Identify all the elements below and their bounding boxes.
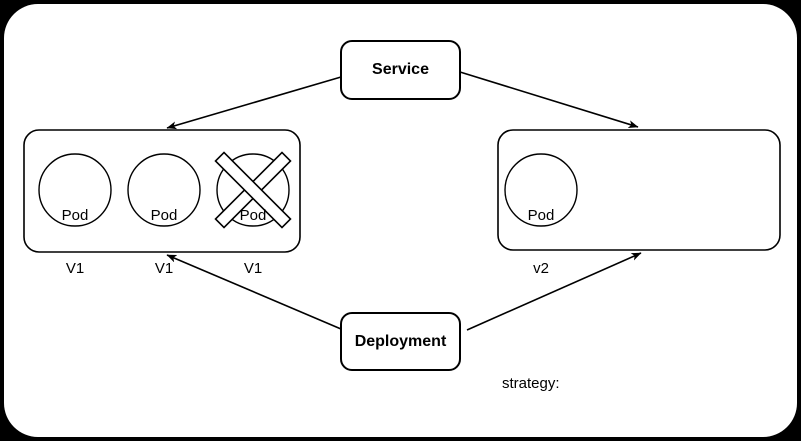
pod-circle-v1-2[interactable] [127,153,201,227]
new-version-group-container[interactable] [497,129,781,251]
strategy-annotation-line-1: strategy: [502,374,560,392]
pod-circle-v1-1[interactable] [38,153,112,227]
edge-deployment-to-new-group [466,252,642,331]
service-box[interactable] [340,40,461,100]
pod-terminated-x-icon [214,151,292,229]
strategy-annotation-line-2: type: RollingUpdate [502,434,642,441]
deployment-box[interactable] [340,312,461,371]
edge-service-to-old-group [166,76,342,130]
pod-circle-v2-1[interactable] [504,153,578,227]
edge-service-to-new-group [459,71,639,129]
edge-deployment-to-old-group [166,254,342,330]
strategy-annotation: strategy: type: RollingUpdate [502,333,642,441]
